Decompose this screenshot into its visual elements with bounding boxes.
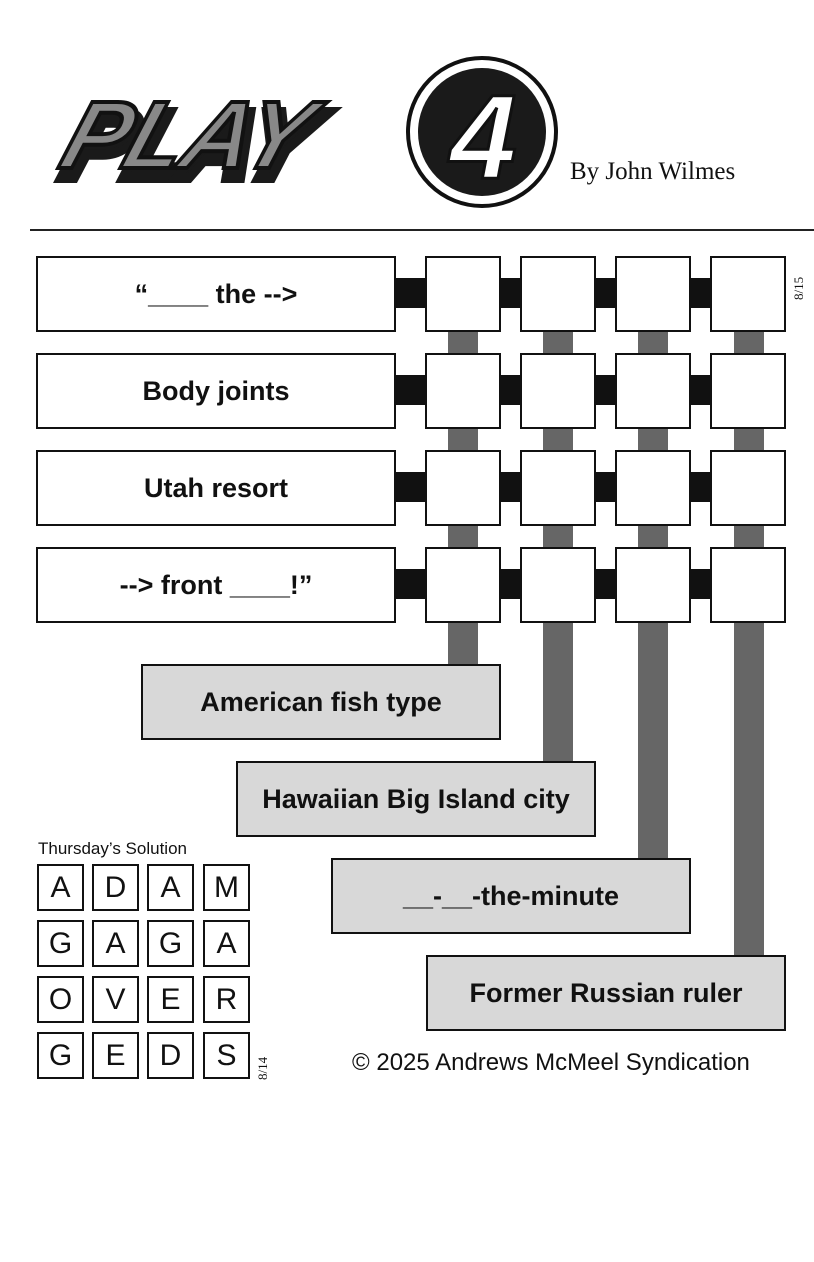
- grid-cell-r3-c3[interactable]: [615, 450, 691, 526]
- solution-title: Thursday’s Solution: [38, 839, 187, 858]
- solution-cell: E: [147, 976, 194, 1023]
- grid-cell-r3-c2[interactable]: [520, 450, 596, 526]
- svg-text:PLAY: PLAY: [52, 91, 338, 198]
- across-clue-3: Utah resort: [36, 450, 396, 526]
- across-clue-4: --> front ____!”: [36, 547, 396, 623]
- grid-cell-r4-c3[interactable]: [615, 547, 691, 623]
- grid-cell-r1-c3[interactable]: [615, 256, 691, 332]
- across-clue-1: “____ the -->: [36, 256, 396, 332]
- grid-cell-r1-c4[interactable]: [710, 256, 786, 332]
- grid-cell-r1-c2[interactable]: [520, 256, 596, 332]
- solution-cell: A: [203, 920, 250, 967]
- solution-cell: G: [147, 920, 194, 967]
- grid-cell-r2-c2[interactable]: [520, 353, 596, 429]
- solution-cell: R: [203, 976, 250, 1023]
- down-clue-1: American fish type: [141, 664, 501, 740]
- header-rule: [30, 229, 814, 231]
- down-clue-4: Former Russian ruler: [426, 955, 786, 1031]
- copyright: © 2025 Andrews McMeel Syndication: [352, 1049, 750, 1076]
- solution-cell: G: [37, 1032, 84, 1079]
- solution-cell: G: [37, 920, 84, 967]
- solution-cell: A: [92, 920, 139, 967]
- grid-cell-r2-c3[interactable]: [615, 353, 691, 429]
- grid-cell-r4-c2[interactable]: [520, 547, 596, 623]
- solution-cell: S: [203, 1032, 250, 1079]
- solution-cell: A: [37, 864, 84, 911]
- grid-cell-r3-c1[interactable]: [425, 450, 501, 526]
- down-clue-3: __-__-the-minute: [331, 858, 691, 934]
- across-clue-2: Body joints: [36, 353, 396, 429]
- solution-cell: A: [147, 864, 194, 911]
- column-bar-4: [734, 330, 764, 956]
- grid-cell-r2-c4[interactable]: [710, 353, 786, 429]
- svg-text:4: 4: [448, 70, 517, 204]
- grid-cell-r2-c1[interactable]: [425, 353, 501, 429]
- solution-cell: O: [37, 976, 84, 1023]
- solution-cell: M: [203, 864, 250, 911]
- solution-cell: E: [92, 1032, 139, 1079]
- byline: By John Wilmes: [570, 158, 736, 185]
- grid-cell-r4-c4[interactable]: [710, 547, 786, 623]
- svg-text:PLAY: PLAY: [50, 81, 336, 188]
- solution-cell: D: [92, 864, 139, 911]
- down-clue-2: Hawaiian Big Island city: [236, 761, 596, 837]
- grid-cell-r1-c1[interactable]: [425, 256, 501, 332]
- grid-cell-r4-c1[interactable]: [425, 547, 501, 623]
- solution-date-code: 8/14: [255, 1056, 270, 1080]
- grid-cell-r3-c4[interactable]: [710, 450, 786, 526]
- solution-cell: V: [92, 976, 139, 1023]
- play4-logo: PLAY PLAY 4: [47, 56, 558, 208]
- solution-cell: D: [147, 1032, 194, 1079]
- puzzle-date-code: 8/15: [791, 276, 806, 300]
